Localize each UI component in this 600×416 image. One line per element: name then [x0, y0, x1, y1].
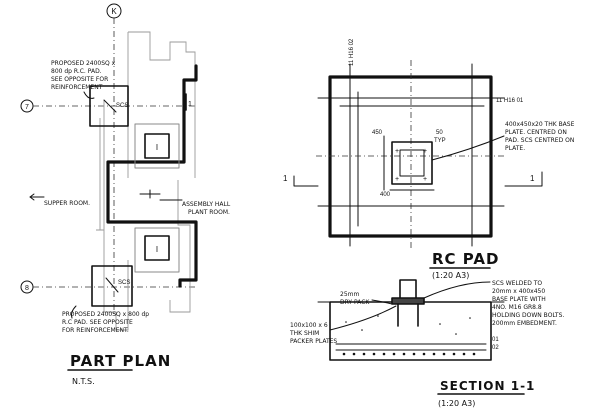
- rc-pad-outline: [328, 75, 493, 238]
- svg-text:+: +: [395, 176, 399, 183]
- svg-text:+: +: [395, 148, 399, 155]
- column-box-top: [134, 123, 180, 169]
- section-1-1: 01 02 SCS WELDED TO 20mm x 400x450 BASE …: [289, 279, 564, 408]
- note-top-line-1: PROPOSED 2400SQ x: [51, 60, 116, 67]
- bolt-marks: + + + +: [395, 148, 427, 183]
- plates-line-1: 100x100 x 6: [290, 322, 328, 329]
- part-plan-title: PART PLAN: [70, 352, 171, 370]
- section-note-plates: 100x100 x 6 THK SHIM PACKER PLATES: [289, 305, 397, 345]
- grid-line-k: K: [106, 3, 122, 316]
- note-top-line-3: SEE OPPOSITE FOR: [51, 76, 108, 83]
- section-note-dry-pack: 25mm DRY PACK: [340, 291, 393, 306]
- section-title: SECTION 1-1: [440, 379, 535, 393]
- bar-label-d2: 02: [492, 345, 499, 351]
- svg-text:+: +: [423, 176, 427, 183]
- rebar-dots: [342, 315, 476, 356]
- dim-top: 11 H16 02: [349, 38, 355, 66]
- section-note-scs: SCS WELDED TO 20mm x 400x450 BASE PLATE …: [423, 280, 564, 327]
- section-cut-left: 1: [283, 174, 319, 187]
- note-bottom-line-3: FOR REINFORCEMENT.: [62, 327, 129, 334]
- grid-k-label: K: [111, 7, 117, 16]
- note-top-line-4: REINFORCEMENT: [51, 84, 103, 91]
- section-slab: [329, 301, 492, 361]
- rc-pad-title: RC PAD: [432, 250, 499, 268]
- pad-top: [89, 85, 129, 127]
- base-plate-note-line-1: 400x450x20 THK BASE: [505, 121, 575, 128]
- scs-note-line-6: 200mm EMBEDMENT.: [492, 320, 557, 327]
- part-plan-subtitle: N.T.S.: [72, 377, 95, 386]
- scs-note-line-4: 4NO. M16 GR8.8: [492, 304, 542, 311]
- dim-400: 400: [380, 192, 391, 198]
- room-label-right: ASSEMBLY HALL PLANT ROOM.: [159, 199, 231, 216]
- base-plate-note-line-2: PLATE. CENTRED ON: [505, 129, 567, 136]
- note-bottom-line-1: PROPOSED 2400SQ x 800 dp: [62, 311, 149, 318]
- pad-bottom: [91, 265, 133, 307]
- note-bottom: PROPOSED 2400SQ x 800 dp R.C PAD. SEE OP…: [62, 305, 149, 334]
- svg-text:1: 1: [283, 174, 288, 183]
- base-plate-note-line-3: PAD. SCS CENTRED ON: [505, 137, 574, 144]
- dim-450: 450: [372, 130, 383, 136]
- room-label-left: SUPPER ROOM.: [29, 193, 90, 207]
- section-scale: (1:20 A3): [438, 399, 475, 408]
- svg-text:SUPPER ROOM.: SUPPER ROOM.: [44, 200, 90, 207]
- scs-bottom-label: SCS: [118, 280, 130, 286]
- section-mark-left: 1: [188, 101, 192, 108]
- dry-pack-line-2: DRY PACK: [340, 299, 370, 306]
- base-plate: [391, 141, 433, 185]
- scs-top-label: SCS: [116, 103, 128, 109]
- note-top-line-2: 800 dp R.C. PAD.: [51, 68, 102, 75]
- scs-note-line-5: HOLDING DOWN BOLTS.: [492, 312, 564, 319]
- scs-note-line-3: BASE PLATE WITH: [492, 296, 546, 303]
- svg-text:1: 1: [530, 174, 535, 183]
- bar-label-d1: 01: [492, 337, 499, 343]
- dim-50-typ: TYP: [434, 138, 446, 144]
- plates-line-2: THK SHIM: [289, 330, 319, 337]
- part-plan: K 7 8 SCS I I: [20, 3, 231, 386]
- section-cut-right: 1: [504, 171, 543, 187]
- note-top: PROPOSED 2400SQ x 800 dp R.C. PAD. SEE O…: [51, 60, 116, 99]
- room-right-line-1: ASSEMBLY HALL: [182, 201, 231, 208]
- grid-line-8: 8: [20, 280, 196, 294]
- column-box-bottom: [134, 227, 180, 273]
- column-top-label: I: [156, 143, 158, 152]
- rc-pad-scale: (1:20 A3): [432, 271, 469, 280]
- section-column: [391, 279, 425, 327]
- grid-8-label: 8: [25, 285, 29, 292]
- dry-pack-line-1: 25mm: [340, 291, 359, 298]
- grid-line-7: 7: [20, 99, 196, 113]
- base-plate-note-line-4: PLATE.: [505, 145, 525, 152]
- column-bottom-label: I: [156, 245, 158, 254]
- base-plate-note: 400x450x20 THK BASE PLATE. CENTRED ON PA…: [431, 121, 575, 161]
- grid-7-label: 7: [25, 104, 29, 111]
- wall-line: [106, 64, 198, 288]
- dim-right: 11 H16 01: [496, 98, 524, 104]
- room-right-line-2: PLANT ROOM.: [188, 209, 230, 216]
- dim-50: 50: [436, 130, 443, 136]
- rc-pad-plan: + + + + 11 H16 02 11 H16 01 450 400 50 T…: [283, 38, 575, 280]
- svg-text:+: +: [423, 148, 427, 155]
- note-bottom-line-2: R.C PAD. SEE OPPOSITE: [62, 319, 133, 326]
- scs-note-line-1: SCS WELDED TO: [492, 280, 542, 287]
- plates-line-3: PACKER PLATES: [290, 338, 337, 345]
- scs-note-line-2: 20mm x 400x450: [492, 288, 545, 295]
